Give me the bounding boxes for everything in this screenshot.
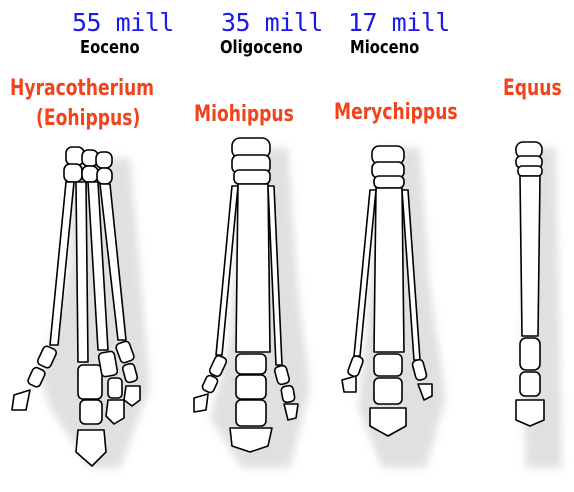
carpal-bone [518, 166, 542, 176]
metacarpal-bone [520, 176, 540, 336]
phalanx-bone [236, 400, 266, 426]
carpal-bone [82, 166, 98, 182]
phalanx-bone [281, 385, 296, 403]
equus-foot [516, 142, 562, 468]
merychippus-foot [342, 146, 446, 468]
phalanx-bone [374, 378, 402, 404]
phalanx-bone [520, 372, 540, 396]
phalanx-bone [78, 365, 102, 399]
phalanx-bone [201, 374, 219, 394]
metacarpal-bone [374, 188, 404, 352]
hoof-bone [342, 376, 356, 392]
carpal-bone [234, 170, 270, 184]
phalanx-bone [347, 355, 364, 378]
carpal-bone [96, 152, 112, 168]
phalanx-bone [98, 351, 118, 377]
phalanx-bone [520, 338, 540, 370]
carpal-bone [97, 168, 112, 184]
carpal-bone [374, 176, 404, 188]
phalanx-bone [236, 375, 266, 399]
metacarpal-bone [236, 184, 270, 352]
phalanx-bone [236, 354, 266, 374]
hyracotherium-foot [12, 147, 150, 468]
hoof-bone [516, 400, 544, 426]
metacarpal-bone [76, 182, 88, 362]
hoof-bone [12, 390, 30, 410]
phalanx-bone [374, 354, 402, 376]
miohippus-foot [194, 138, 310, 468]
phalanx-bone [80, 400, 102, 424]
carpal-bone [64, 164, 82, 182]
hoof-bone [194, 394, 208, 412]
phalanx-bone [108, 378, 122, 398]
